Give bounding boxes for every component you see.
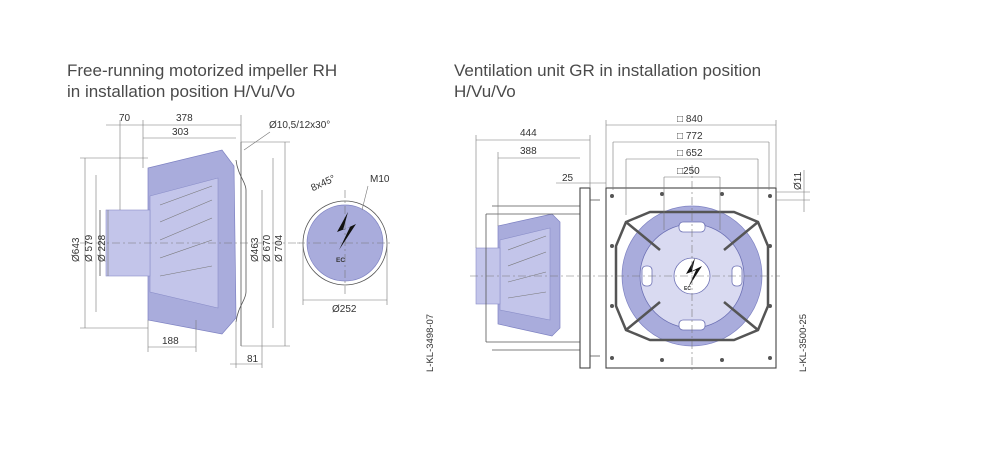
- dim-thread: M10: [370, 174, 390, 185]
- right-diagram-title: Ventilation unit GR in installation posi…: [454, 60, 761, 102]
- right-title-line2: H/Vu/Vo: [454, 82, 516, 101]
- dim-70: 70: [119, 113, 131, 124]
- unit-plate: [579, 187, 591, 369]
- strut: [723, 301, 759, 331]
- left-diagram-title: Free-running motorized impeller RH in in…: [67, 60, 337, 102]
- dim-643: Ø643: [71, 237, 82, 262]
- unit-front-view: EC □ 840 □ 772 □ 652 □250 Ø11 L-KL-35: [600, 114, 810, 372]
- dim-25: 25: [562, 173, 574, 184]
- dim-579: Ø 579: [84, 234, 95, 262]
- dim-444: 444: [520, 128, 537, 139]
- left-title-line2: in installation position H/Vu/Vo: [67, 82, 296, 101]
- strut: [625, 301, 661, 331]
- dim-303: 303: [172, 127, 189, 138]
- leader-holes: [243, 131, 271, 151]
- ec-logo-text-unit: EC: [684, 286, 691, 292]
- dim-81: 81: [247, 354, 259, 365]
- left-title-line1: Free-running motorized impeller RH: [67, 61, 338, 80]
- impeller-side-view: 70 378 303 Ø10,5/12x30° Ø643 Ø 579 Ø 228…: [71, 113, 330, 368]
- dim-378: 378: [176, 113, 193, 124]
- dim-sq250: □250: [677, 166, 700, 177]
- unit-impeller-blades: [499, 227, 551, 321]
- dim-sq652: □ 652: [677, 148, 703, 159]
- unit-blade-lines: [507, 235, 547, 299]
- dim-388: 388: [520, 146, 537, 157]
- dim-sq840: □ 840: [677, 114, 703, 125]
- dim-463: Ø463: [250, 237, 261, 262]
- mounting-holes: [610, 192, 772, 362]
- dim-d11: Ø11: [793, 171, 804, 190]
- drawing-code-right: L-KL-3500-25: [798, 314, 809, 372]
- ec-logo-text: EC: [336, 257, 345, 264]
- dim-704: Ø 704: [274, 234, 285, 262]
- right-title-line1: Ventilation unit GR in installation posi…: [454, 61, 762, 80]
- dim-holes: Ø10,5/12x30°: [269, 120, 330, 131]
- dim-228: Ø 228: [97, 234, 108, 262]
- dim-sq772: □ 772: [677, 131, 703, 142]
- blade-lines: [159, 185, 213, 277]
- leader-thread: [361, 185, 369, 211]
- dim-252: Ø252: [332, 304, 357, 315]
- dim-670: Ø 670: [262, 234, 273, 262]
- inlet-nozzle: [235, 159, 247, 323]
- dim-angle: 8x45°: [309, 173, 337, 194]
- strut: [723, 221, 759, 251]
- drawing-code-left: L-KL-3498-07: [425, 314, 436, 372]
- motor-front-view: EC 8x45° M10 Ø252 L-KL-3498-07: [297, 173, 436, 372]
- strut: [625, 221, 661, 251]
- dim-188: 188: [162, 336, 179, 347]
- unit-side-view: 444 388 25: [470, 128, 606, 369]
- unit-frame-bars: [485, 205, 586, 351]
